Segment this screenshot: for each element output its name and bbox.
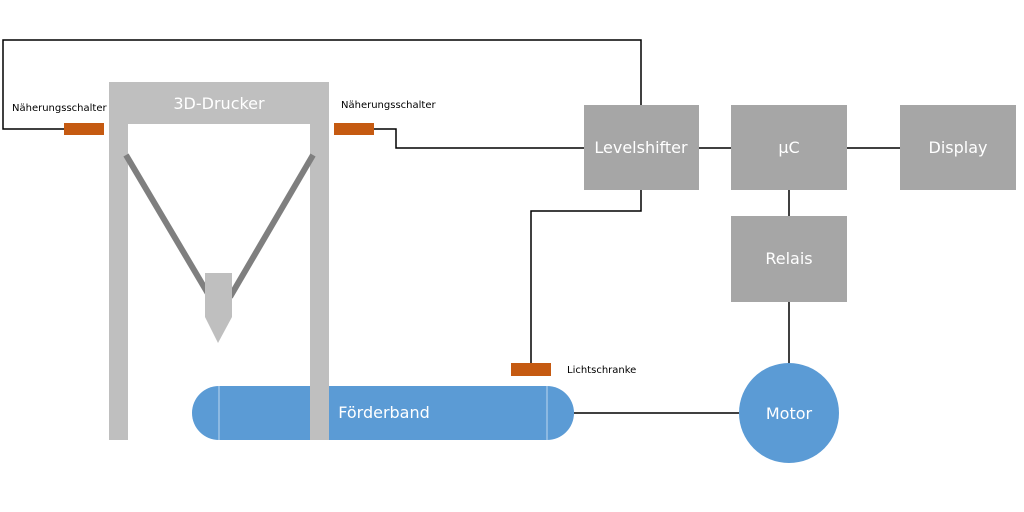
proximity-sensor-right-label: Näherungsschalter	[341, 100, 436, 111]
light-barrier-label: Lichtschranke	[567, 365, 636, 376]
levelshifter-box	[584, 105, 699, 190]
display-block: Display	[900, 105, 1016, 190]
printer-left-pillar	[109, 116, 128, 440]
wire-levelshifter-to-lightbarrier	[530, 190, 642, 363]
motor-circle	[739, 363, 839, 463]
conveyor-belt: Förderband	[192, 386, 574, 440]
printer-right-pillar	[310, 116, 329, 440]
light-barrier	[511, 363, 551, 376]
levelshifter-label: Levelshifter	[594, 138, 688, 157]
printer-nozzle	[205, 317, 232, 343]
relay-box	[731, 216, 847, 302]
proximity-sensor-right	[334, 123, 374, 135]
printer-frame: 3D-Drucker	[109, 82, 329, 440]
wire-left-sensor-to-levelshifter	[2, 39, 642, 130]
display-box	[900, 105, 1016, 190]
wire-right-sensor-to-levelshifter	[374, 128, 584, 149]
motor-label: Motor	[766, 404, 813, 423]
printer-head	[205, 273, 232, 317]
printer-right-arm	[227, 153, 316, 299]
proximity-sensor-left	[64, 123, 104, 135]
printer-right-pillar-front	[310, 380, 329, 440]
display-label: Display	[929, 138, 988, 157]
relay-block: Relais	[731, 216, 847, 302]
microcontroller-box	[731, 105, 847, 190]
printer-label: 3D-Drucker	[173, 94, 265, 113]
printer-left-arm	[123, 153, 213, 299]
conveyor-body	[192, 386, 574, 440]
microcontroller-block: µC	[731, 105, 847, 190]
printer-top-beam	[109, 82, 329, 124]
microcontroller-label: µC	[778, 138, 799, 157]
relay-label: Relais	[765, 249, 812, 268]
proximity-sensor-left-label: Näherungsschalter	[12, 103, 107, 114]
motor-block: Motor	[739, 363, 839, 463]
levelshifter-block: Levelshifter	[584, 105, 699, 190]
conveyor-label: Förderband	[338, 403, 430, 422]
